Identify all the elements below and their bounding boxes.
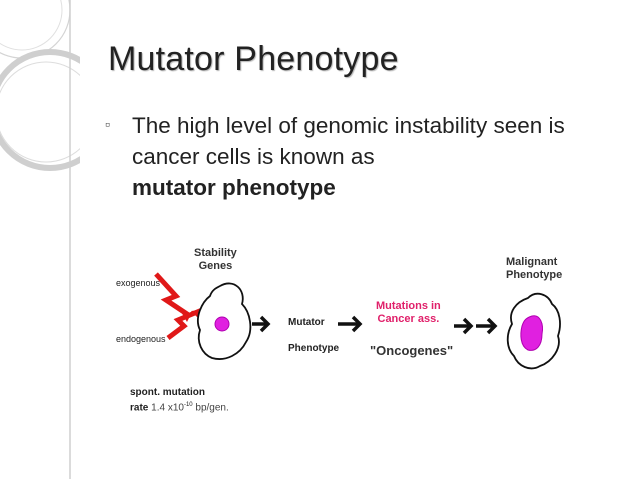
endogenous-label: endogenous <box>116 334 166 344</box>
bullet-icon: ▫ <box>105 116 110 132</box>
bullet-text: The high level of genomic instability se… <box>132 110 602 203</box>
mutator-phenotype-label: Mutator Phenotype <box>288 317 340 354</box>
lightning-exogenous-icon <box>154 272 192 319</box>
stability-genes-label: Stability Genes <box>194 247 237 272</box>
bullet-body: The high level of genomic instability se… <box>132 113 565 169</box>
bullet-bold-term: mutator phenotype <box>132 175 336 200</box>
lightning-endogenous-icon <box>166 307 203 340</box>
decorative-circles <box>0 0 80 479</box>
exogenous-label: exogenous <box>116 278 161 288</box>
spontaneous-mutation-label: spont. mutation rate 1.4 x10-10 bp/gen. <box>130 387 229 414</box>
mutations-label: Mutations in Cancer ass. <box>376 300 441 325</box>
mutator-diagram: Stability Genes exogenous endogenous Mut… <box>108 238 598 423</box>
slide-title: Mutator Phenotype <box>108 40 399 78</box>
malignant-phenotype-label: Malignant Phenotype <box>506 256 563 281</box>
diagram-graphics <box>154 272 561 370</box>
oncogenes-label: "Oncogenes" <box>370 343 454 358</box>
